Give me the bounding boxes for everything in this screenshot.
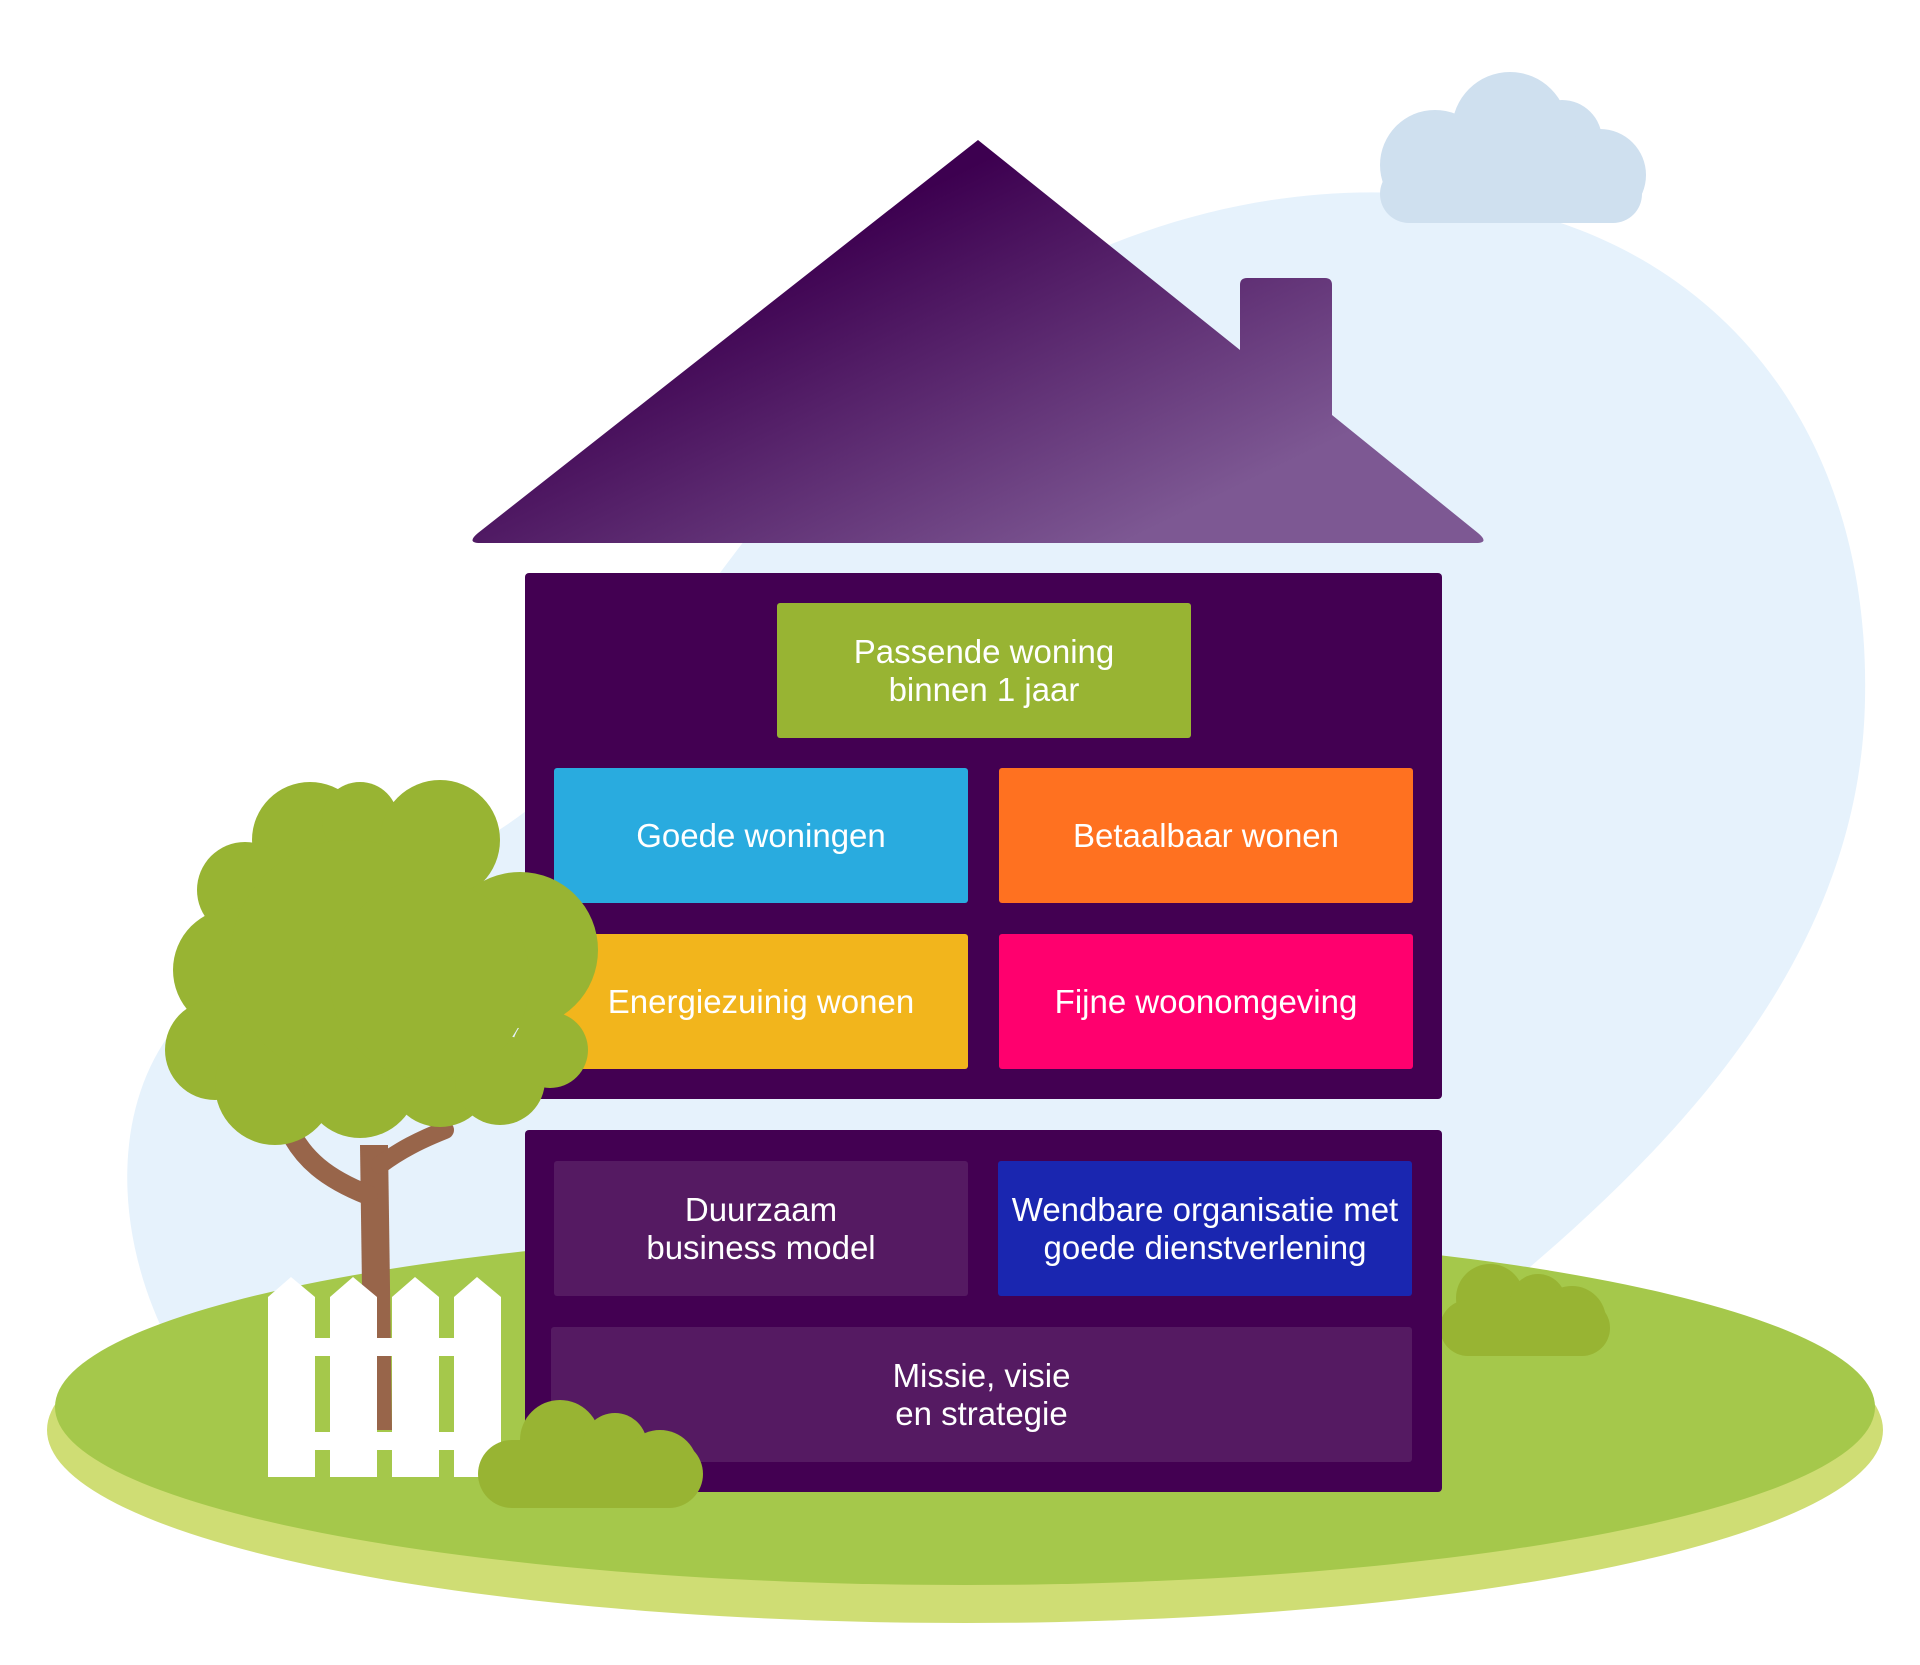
block-missie-visie-strategie: Missie, visie en strategie [551,1327,1412,1462]
block-goede-woningen: Goede woningen [554,768,968,903]
block-energiezuinig-wonen: Energiezuinig wonen [554,934,968,1069]
block-fijne-woonomgeving: Fijne woonomgeving [999,934,1413,1069]
block-passende-woning: Passende woning binnen 1 jaar [777,603,1191,738]
block-wendbare-organisatie: Wendbare organisatie met goede dienstver… [998,1161,1412,1296]
bush-icon-right [1440,1264,1610,1356]
cloud-icon [1380,72,1646,223]
block-betaalbaar-wonen: Betaalbaar wonen [999,768,1413,903]
roof-icon [472,140,1484,543]
block-duurzaam-business-model: Duurzaam business model [554,1161,968,1296]
